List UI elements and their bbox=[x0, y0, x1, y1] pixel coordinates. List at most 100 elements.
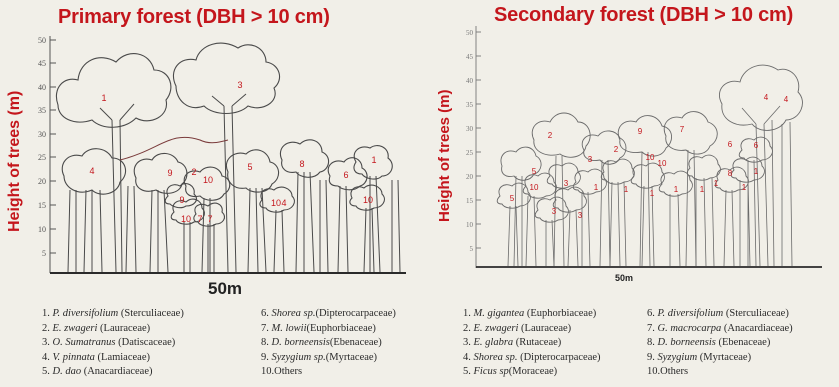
tree-number-label: 6 bbox=[754, 141, 759, 150]
legend-item: 6. P. diversifolium (Sterculiaceae) bbox=[647, 307, 793, 322]
y-tick-label: 50 bbox=[466, 29, 474, 37]
tree-number-label: 1 bbox=[714, 179, 719, 188]
height-axis bbox=[476, 26, 481, 268]
tree-number-label: 10 bbox=[646, 153, 655, 162]
tree-number-label: 1 bbox=[742, 183, 747, 192]
tree-trunk bbox=[296, 172, 314, 272]
tree-number-label: 6 bbox=[343, 170, 348, 180]
tree-number-label: 6 bbox=[728, 140, 733, 149]
legend-item: 6. Shorea sp.(Dipterocarpaceae) bbox=[261, 307, 396, 322]
y-tick-label: 50 bbox=[38, 36, 46, 45]
tree-canopy bbox=[687, 155, 720, 180]
tree-trunk bbox=[514, 176, 522, 266]
legend-item: 7. G. macrocarpa (Anacardiaceae) bbox=[647, 322, 793, 337]
tree-number-label: 1 bbox=[650, 189, 655, 198]
tree-number-label: 3 bbox=[237, 80, 242, 90]
tree-number-label: 4 bbox=[89, 166, 94, 176]
y-tick-label: 10 bbox=[466, 221, 474, 229]
legend-item: 2. E. zwageri (Lauraceae) bbox=[463, 322, 601, 337]
species-legend: 6. Shorea sp.(Dipterocarpaceae) 7. M. lo… bbox=[261, 307, 396, 380]
y-tick-label: 30 bbox=[466, 125, 474, 133]
y-tick-label: 35 bbox=[38, 106, 46, 115]
tree-trunk bbox=[600, 160, 610, 266]
scale-label: 50m bbox=[208, 279, 242, 299]
tree-number-label: 2 bbox=[614, 145, 619, 154]
y-tick-label: 10 bbox=[38, 225, 46, 234]
tree-number-label: 3 bbox=[588, 155, 593, 164]
legend-item: 9. Syzygium sp.(Myrtaceae) bbox=[261, 351, 396, 366]
tree-number-label: 1 bbox=[624, 185, 629, 194]
tree-trunk bbox=[202, 198, 210, 272]
tree-canopy bbox=[134, 153, 187, 193]
tree-number-label: 1 bbox=[594, 183, 599, 192]
tree-number-label: 1 bbox=[700, 185, 705, 194]
tree-number-label: 7 bbox=[207, 214, 212, 224]
tree-trunk bbox=[84, 190, 102, 272]
tree-trunk bbox=[686, 150, 696, 266]
legend-item: 3. O. Sumatranus (Datiscaceae) bbox=[42, 336, 184, 351]
y-tick-label: 5 bbox=[42, 249, 46, 258]
tree-number-label: 1 bbox=[101, 93, 106, 103]
y-tick-label: 30 bbox=[38, 130, 46, 139]
y-tick-label: 25 bbox=[466, 149, 474, 157]
species-legend: 6. P. diversifolium (Sterculiaceae) 7. G… bbox=[647, 307, 793, 380]
y-tick-label: 20 bbox=[466, 173, 474, 181]
legend-item: 8. D. borneensis(Ebenaceae) bbox=[261, 336, 396, 351]
tree-number-label: 2 bbox=[548, 131, 553, 140]
legend-item: 4. Shorea sp. (Dipterocarpaceae) bbox=[463, 351, 601, 366]
tree-trunk bbox=[274, 210, 284, 272]
tree-number-label: 10 bbox=[363, 195, 373, 205]
tree-canopy bbox=[523, 173, 556, 198]
tree-number-label: 3 bbox=[564, 179, 569, 188]
y-tick-label: 15 bbox=[38, 201, 46, 210]
y-tick-label: 5 bbox=[470, 245, 474, 253]
y-tick-label: 15 bbox=[466, 197, 474, 205]
tree-number-label: 9 bbox=[179, 195, 184, 205]
tree-number-label: 4 bbox=[784, 95, 789, 104]
tree-number-label: 9 bbox=[167, 168, 172, 178]
legend-item: 1. P. diversifolium (Sterculiaceae) bbox=[42, 307, 184, 322]
tree-trunks bbox=[68, 94, 400, 272]
tree-canopy bbox=[553, 187, 586, 212]
tree-number-label: 10 bbox=[203, 175, 213, 185]
height-axis bbox=[50, 36, 56, 273]
tree-trunk bbox=[364, 208, 374, 272]
tree-number-label: 9 bbox=[638, 127, 643, 136]
legend-item: 5. Ficus sp(Moraceae) bbox=[463, 365, 601, 380]
tree-canopy bbox=[56, 54, 170, 128]
tree-number-label: 8 bbox=[299, 159, 304, 169]
legend-item: 10.Others bbox=[261, 365, 396, 380]
tree-number-label: 7 bbox=[197, 214, 202, 224]
tree-number-label: 1 bbox=[371, 155, 376, 165]
tree-trunks bbox=[508, 106, 792, 266]
tree-trunk bbox=[640, 152, 650, 266]
tree-number-label: 10 bbox=[181, 214, 191, 224]
tree-number-label: 10 bbox=[658, 159, 667, 168]
tree-trunk bbox=[370, 176, 380, 272]
y-tick-label: 45 bbox=[38, 59, 46, 68]
y-tick-label: 25 bbox=[38, 153, 46, 162]
tree-canopy bbox=[601, 159, 634, 184]
legend-item: 4. V. pinnata (Lamiaceae) bbox=[42, 351, 184, 366]
legend-item: 9. Syzygium (Myrtaceae) bbox=[647, 351, 793, 366]
tree-number-label: 5 bbox=[532, 167, 537, 176]
legend-item: 7. M. lowii(Euphorbiaceae) bbox=[261, 322, 396, 337]
tree-trunk bbox=[248, 188, 266, 272]
scale-label: 50m bbox=[615, 273, 633, 283]
y-tick-label: 45 bbox=[466, 53, 474, 61]
legend-item: 1. M. gigantea (Euphorbiaceae) bbox=[463, 307, 601, 322]
y-tick-label: 20 bbox=[38, 177, 46, 186]
secondary-forest-panel: Secondary forest (DBH > 10 cm) Height of… bbox=[430, 0, 839, 387]
forest-profile-diagram: 50 45 40 35 30 25 20 15 10 5 bbox=[430, 0, 839, 300]
tree-number-label: 1 bbox=[754, 167, 759, 176]
tree-number-label: 4 bbox=[281, 198, 286, 208]
species-legend: 1. M. gigantea (Euphorbiaceae) 2. E. zwa… bbox=[463, 307, 601, 380]
tree-number-label: 7 bbox=[680, 125, 685, 134]
forest-profile-diagram: 50 45 40 35 30 25 20 15 10 5 bbox=[0, 0, 440, 300]
tree-trunk bbox=[338, 186, 348, 272]
species-legend: 1. P. diversifolium (Sterculiaceae) 2. E… bbox=[42, 307, 184, 380]
primary-forest-panel: Primary forest (DBH > 10 cm) Height of t… bbox=[0, 0, 440, 387]
tree-number-label: 10 bbox=[271, 198, 281, 208]
legend-item: 8. D. borneensis (Ebenaceae) bbox=[647, 336, 793, 351]
y-tick-label: 35 bbox=[466, 101, 474, 109]
